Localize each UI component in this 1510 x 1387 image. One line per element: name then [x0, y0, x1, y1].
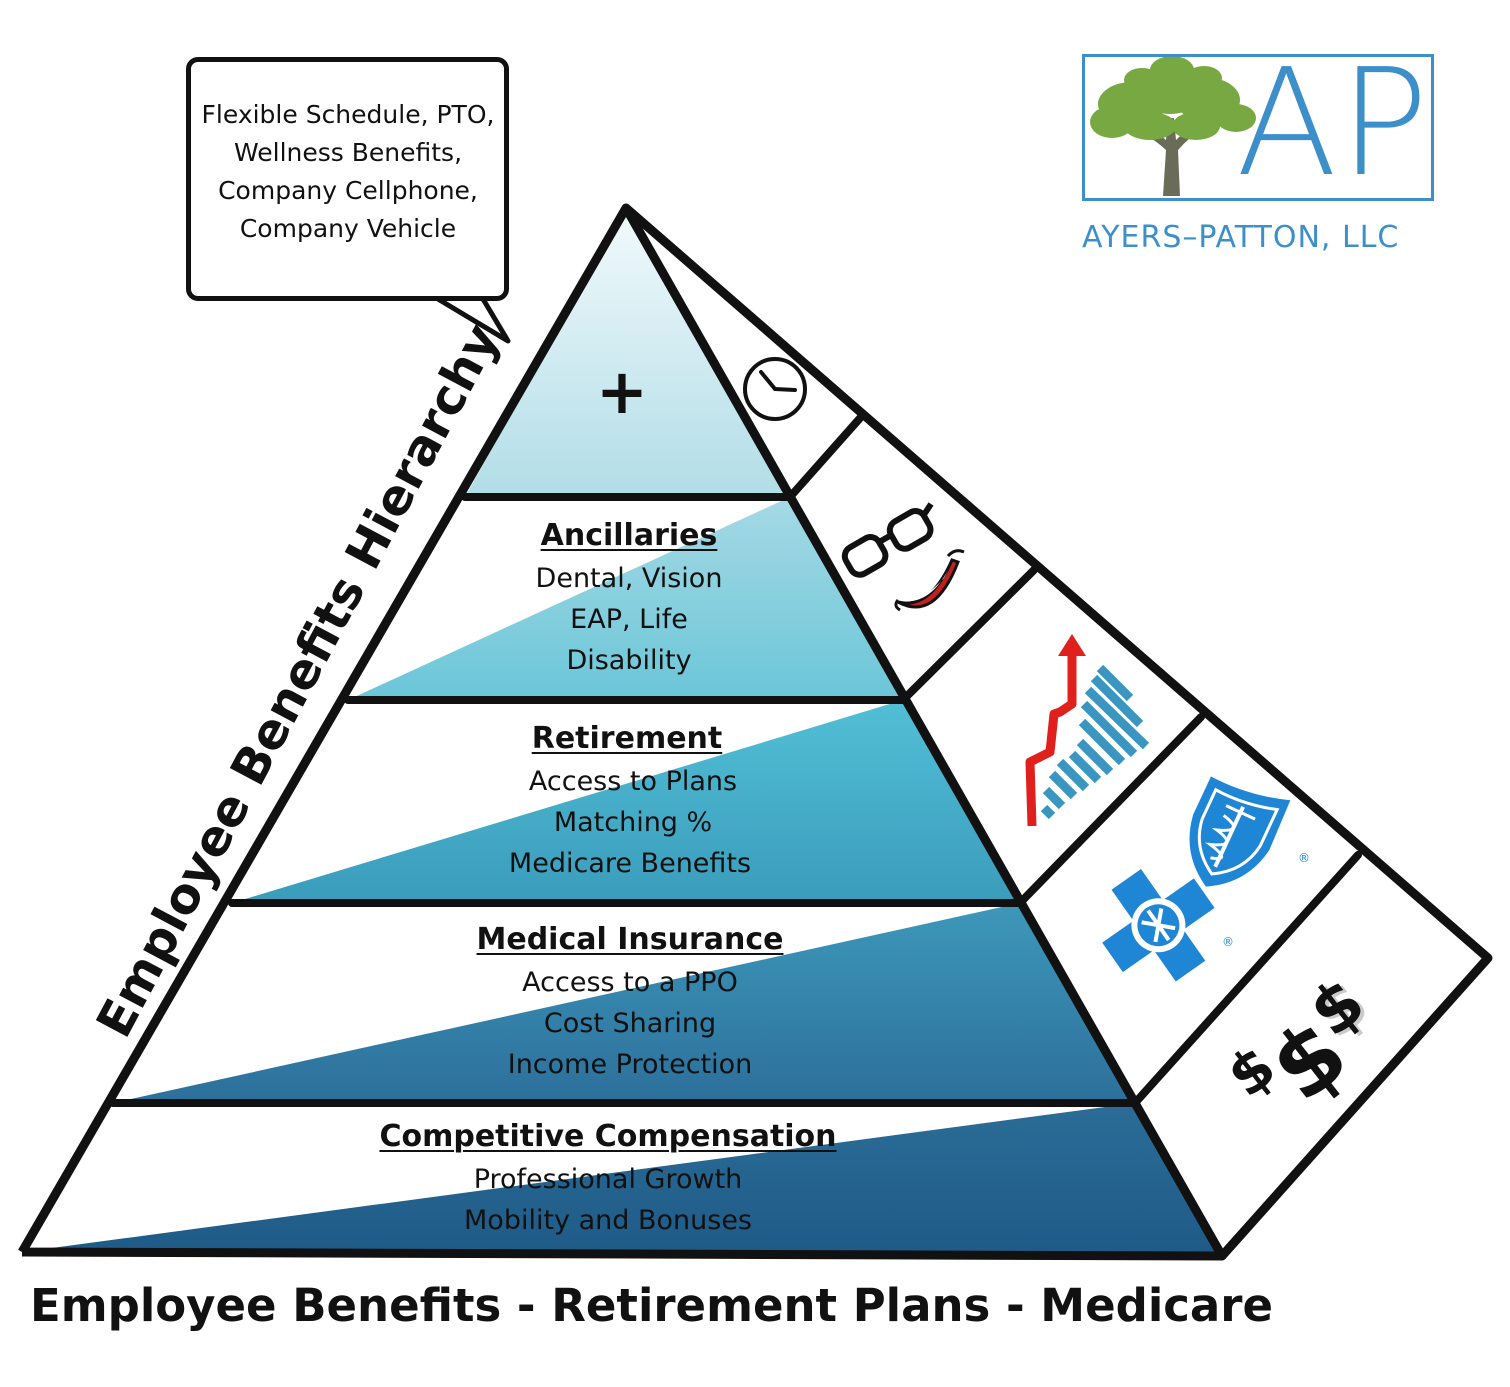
side-dividers [786, 413, 1362, 1107]
tree-foliage [1124, 68, 1160, 92]
tier-line: Medicare Benefits [508, 848, 752, 879]
logo-letters: AP [1236, 37, 1431, 209]
tier-retirement [232, 700, 1020, 903]
callout-line: Flexible Schedule, PTO, [201, 100, 495, 129]
tier-line: Access to Plans [528, 766, 738, 797]
pyramid-outline [18, 203, 1493, 1261]
tree-foliage [1150, 56, 1194, 84]
logo-frame [1082, 54, 1434, 201]
logo-tree-icon [1090, 56, 1256, 196]
tree-foliage [1124, 112, 1176, 140]
tree-foliage [1216, 104, 1256, 132]
tier-dividers [109, 493, 1139, 1107]
tier-title: Retirement [531, 721, 723, 756]
callout-tail [436, 296, 511, 344]
tier-competitive-compensation [22, 1103, 1222, 1256]
growth-chart-icon [1025, 634, 1150, 827]
tier-label-medical-insurance: Medical Insurance Access to a PPO Cost S… [404, 918, 856, 1085]
tier-label-retirement: Retirement Access to Plans Matching % Me… [422, 717, 832, 884]
glasses-smile-icon [841, 502, 965, 612]
tier-apex [465, 208, 790, 497]
tree-foliage [1186, 66, 1222, 90]
tier-label-competitive-compensation: Competitive Compensation Professional Gr… [348, 1115, 868, 1241]
tier-ancillaries [348, 497, 903, 700]
pyramid-side-face [626, 208, 1488, 1256]
tier-title: Medical Insurance [476, 922, 784, 957]
apex-plus-symbol: + [596, 355, 648, 428]
tier-title: Competitive Compensation [379, 1119, 837, 1154]
tier-line: Professional Growth [473, 1164, 743, 1195]
tier-line: Cost Sharing [543, 1008, 717, 1039]
tier-line: EAP, Life [570, 604, 688, 635]
bottom-title: Employee Benefits - Retirement Plans - M… [30, 1279, 1273, 1332]
blue-cross-blue-shield-icon: ® ® [1102, 776, 1310, 982]
tier-label-ancillaries: Ancillaries Dental, Vision EAP, Life Dis… [424, 514, 834, 681]
tier-line: Dental, Vision [535, 563, 723, 594]
tier-line: Access to a PPO [522, 967, 738, 998]
callout-line: Wellness Benefits, [233, 138, 463, 167]
callout-box [186, 57, 509, 301]
dollar-signs-icon: $ $ $ $ [1214, 963, 1382, 1123]
clock-icon [743, 357, 807, 421]
svg-text:®: ® [1222, 935, 1234, 949]
tier-line: Income Protection [507, 1049, 753, 1080]
tier-title: Ancillaries [540, 518, 718, 553]
tier-line: Matching % [553, 807, 713, 838]
callout-line: Company Vehicle [239, 214, 457, 243]
callout-line: Company Cellphone, [218, 176, 478, 205]
tree-foliage [1172, 112, 1220, 140]
tier-medical-insurance [113, 903, 1135, 1103]
tier-line: Disability [566, 645, 692, 676]
svg-text:®: ® [1298, 851, 1310, 865]
tree-foliage [1090, 106, 1134, 138]
callout-text: Flexible Schedule, PTO, Wellness Benefit… [190, 96, 506, 248]
tier-line: Mobility and Bonuses [464, 1205, 752, 1236]
logo-company-name: AYERS–PATTON, LLC [1082, 220, 1400, 255]
